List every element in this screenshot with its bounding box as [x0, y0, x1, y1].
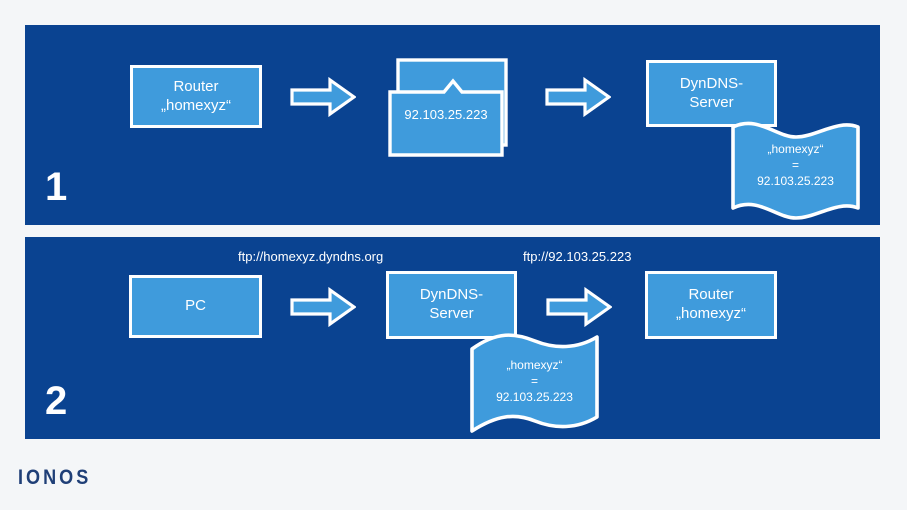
step-1-panel: 1 Router „homexyz“ 92.103.25.223 [25, 25, 880, 225]
step-2-number: 2 [45, 379, 68, 423]
step-2-dyndns-server-box: DynDNS- Server [386, 271, 517, 339]
step-1-router-box: Router „homexyz“ [130, 65, 262, 128]
step-1-ip-envelope: 92.103.25.223 [387, 55, 517, 160]
step-2-pc-box: PC [129, 275, 262, 338]
arrow-right-icon [290, 287, 356, 327]
step-2-mapping-flag: „homexyz“ = 92.103.25.223 [467, 327, 602, 437]
step-2-router-box: Router „homexyz“ [645, 271, 777, 339]
arrow-right-icon [290, 77, 356, 117]
ionos-logo: IONOS [18, 466, 92, 489]
arrow-right-icon [545, 77, 611, 117]
step-1-number: 1 [45, 165, 68, 209]
step-1-mapping-flag: „homexyz“ = 92.103.25.223 [728, 113, 863, 223]
step-2-url-label-left: ftp://homexyz.dyndns.org [238, 249, 384, 264]
arrow-right-icon [546, 287, 612, 327]
step-2-panel: 2 ftp://homexyz.dyndns.org ftp://92.103.… [25, 237, 880, 439]
step-1-dyndns-server-box: DynDNS- Server [646, 60, 777, 127]
step-2-url-label-right: ftp://92.103.25.223 [523, 249, 632, 264]
